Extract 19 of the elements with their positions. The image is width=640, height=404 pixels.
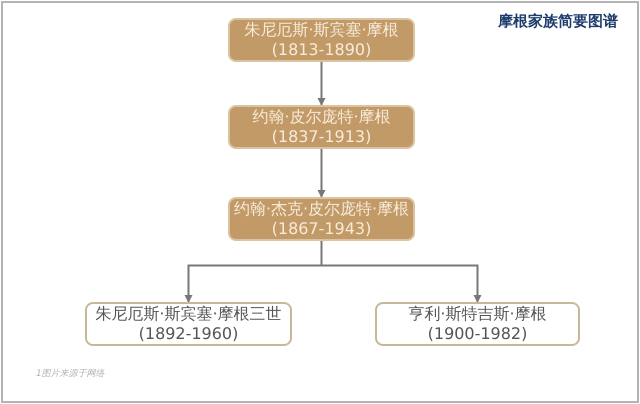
arrow — [318, 149, 326, 198]
title: 摩根家族简要图谱 — [498, 12, 618, 31]
person-name: 亨利·斯特吉斯·摩根 — [408, 304, 547, 324]
person-name: 朱尼厄斯·斯宾塞·摩根 — [244, 20, 399, 40]
life-years: (1900-1982) — [428, 324, 528, 344]
person-name: 朱尼厄斯·斯宾塞·摩根三世 — [95, 304, 282, 324]
life-years: (1892-1960) — [138, 324, 238, 344]
source-note: 1图片来源于网络 — [36, 368, 105, 380]
person-box — [228, 18, 415, 62]
person-box — [228, 197, 415, 241]
person-box — [85, 302, 292, 346]
person-box — [228, 105, 415, 149]
arrow — [318, 62, 326, 106]
life-years: (1813-1890) — [272, 40, 372, 60]
person-box — [375, 302, 580, 346]
person-name: 约翰·杰克·皮尔庞特·摩根 — [234, 199, 410, 219]
life-years: (1837-1913) — [272, 127, 372, 147]
life-years: (1867-1943) — [272, 219, 372, 239]
person-name: 约翰·皮尔庞特·摩根 — [252, 107, 391, 127]
